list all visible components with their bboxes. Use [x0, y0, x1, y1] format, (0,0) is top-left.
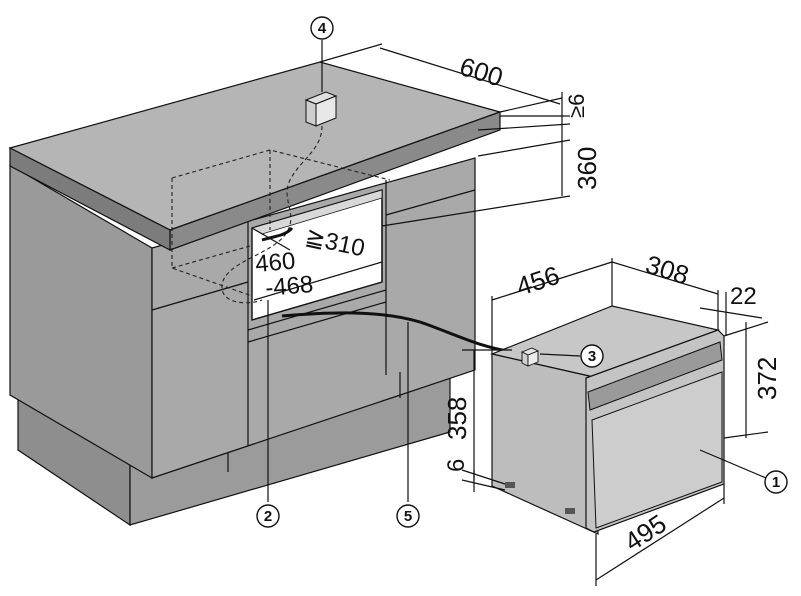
cabinet-front — [151, 157, 476, 479]
callout-2: 2 — [256, 504, 280, 528]
dim-456: 456 — [513, 260, 564, 302]
callout-1: 1 — [764, 470, 788, 494]
dim-372: 372 — [752, 357, 782, 400]
appliance-control-strip — [587, 341, 723, 411]
dim-niche-width-b: -468 — [264, 271, 314, 302]
dim-308: 308 — [642, 249, 692, 290]
svg-text:1: 1 — [772, 474, 780, 491]
svg-text:3: 3 — [588, 348, 596, 365]
callout-3: 3 — [580, 344, 604, 368]
svg-text:4: 4 — [318, 20, 327, 37]
svg-text:5: 5 — [404, 508, 412, 525]
socket-box — [304, 91, 338, 127]
callout-5: 5 — [396, 504, 420, 528]
dim-360: 360 — [572, 147, 602, 190]
callout-4: 4 — [310, 16, 334, 40]
dim-gap-min: ≥6 — [564, 94, 589, 118]
niche-dashed-outline — [171, 149, 391, 297]
appliance-side — [491, 353, 599, 535]
dim-niche-width-a: 460 — [254, 248, 296, 278]
dim-358: 358 — [442, 397, 472, 440]
appliance-door — [591, 371, 723, 529]
cabinet — [8, 61, 516, 527]
dim-6: 6 — [443, 459, 470, 472]
dimension-lines — [251, 43, 769, 586]
svg-text:2: 2 — [264, 508, 272, 525]
appliance — [489, 305, 725, 535]
countertop-side-edge — [9, 147, 171, 251]
dim-22: 22 — [730, 283, 757, 310]
callout-leaders — [267, 40, 767, 502]
callouts: 1 2 3 4 5 — [256, 16, 788, 528]
dim-600: 600 — [456, 51, 506, 92]
